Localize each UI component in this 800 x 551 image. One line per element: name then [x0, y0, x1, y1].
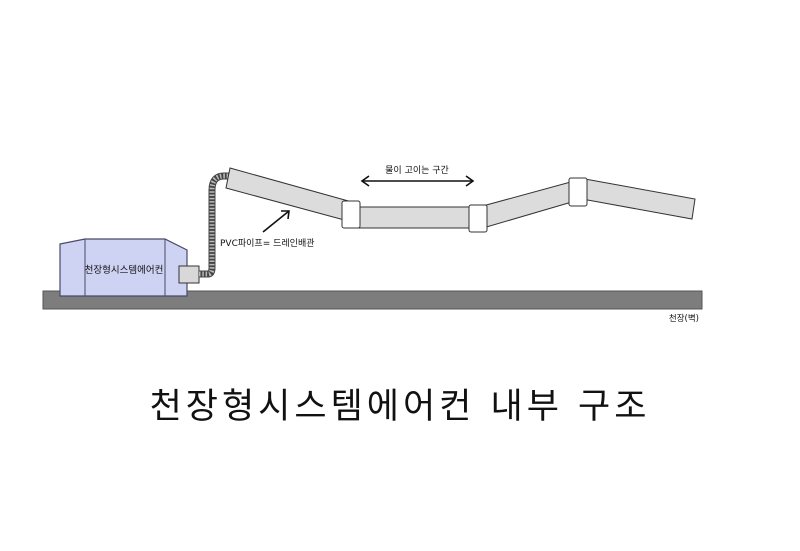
- pipe-pointer-arrow: [262, 210, 290, 233]
- drain-pipe-segment-3: [478, 179, 583, 229]
- water-section-arrowhead-left: [360, 175, 370, 187]
- pipe-pointer-arrowhead: [281, 210, 290, 220]
- ceiling-bar: [42, 290, 703, 310]
- pipe-joint-3: [568, 177, 588, 207]
- drain-pipe-segment-4: [581, 178, 696, 220]
- diagram-title: 천장형시스템에어컨 내부 구조: [149, 387, 651, 427]
- water-section-label: 물이 고이는 구간: [385, 165, 449, 176]
- water-section-arrowhead-right: [465, 175, 475, 187]
- pipe-joint-2: [468, 204, 488, 233]
- drain-outlet-box: [178, 265, 200, 284]
- flexible-hose: [199, 172, 232, 278]
- ceiling-label: 천장(벽): [669, 313, 699, 324]
- flexible-hose-ridges: [199, 173, 232, 277]
- pipe-label: PVC파이프= 드레인배관: [220, 238, 315, 249]
- drain-pipe-segment-2: [352, 206, 480, 229]
- pipe-joint-1: [341, 200, 361, 229]
- unit-label: 천장형시스템에어컨: [85, 264, 164, 276]
